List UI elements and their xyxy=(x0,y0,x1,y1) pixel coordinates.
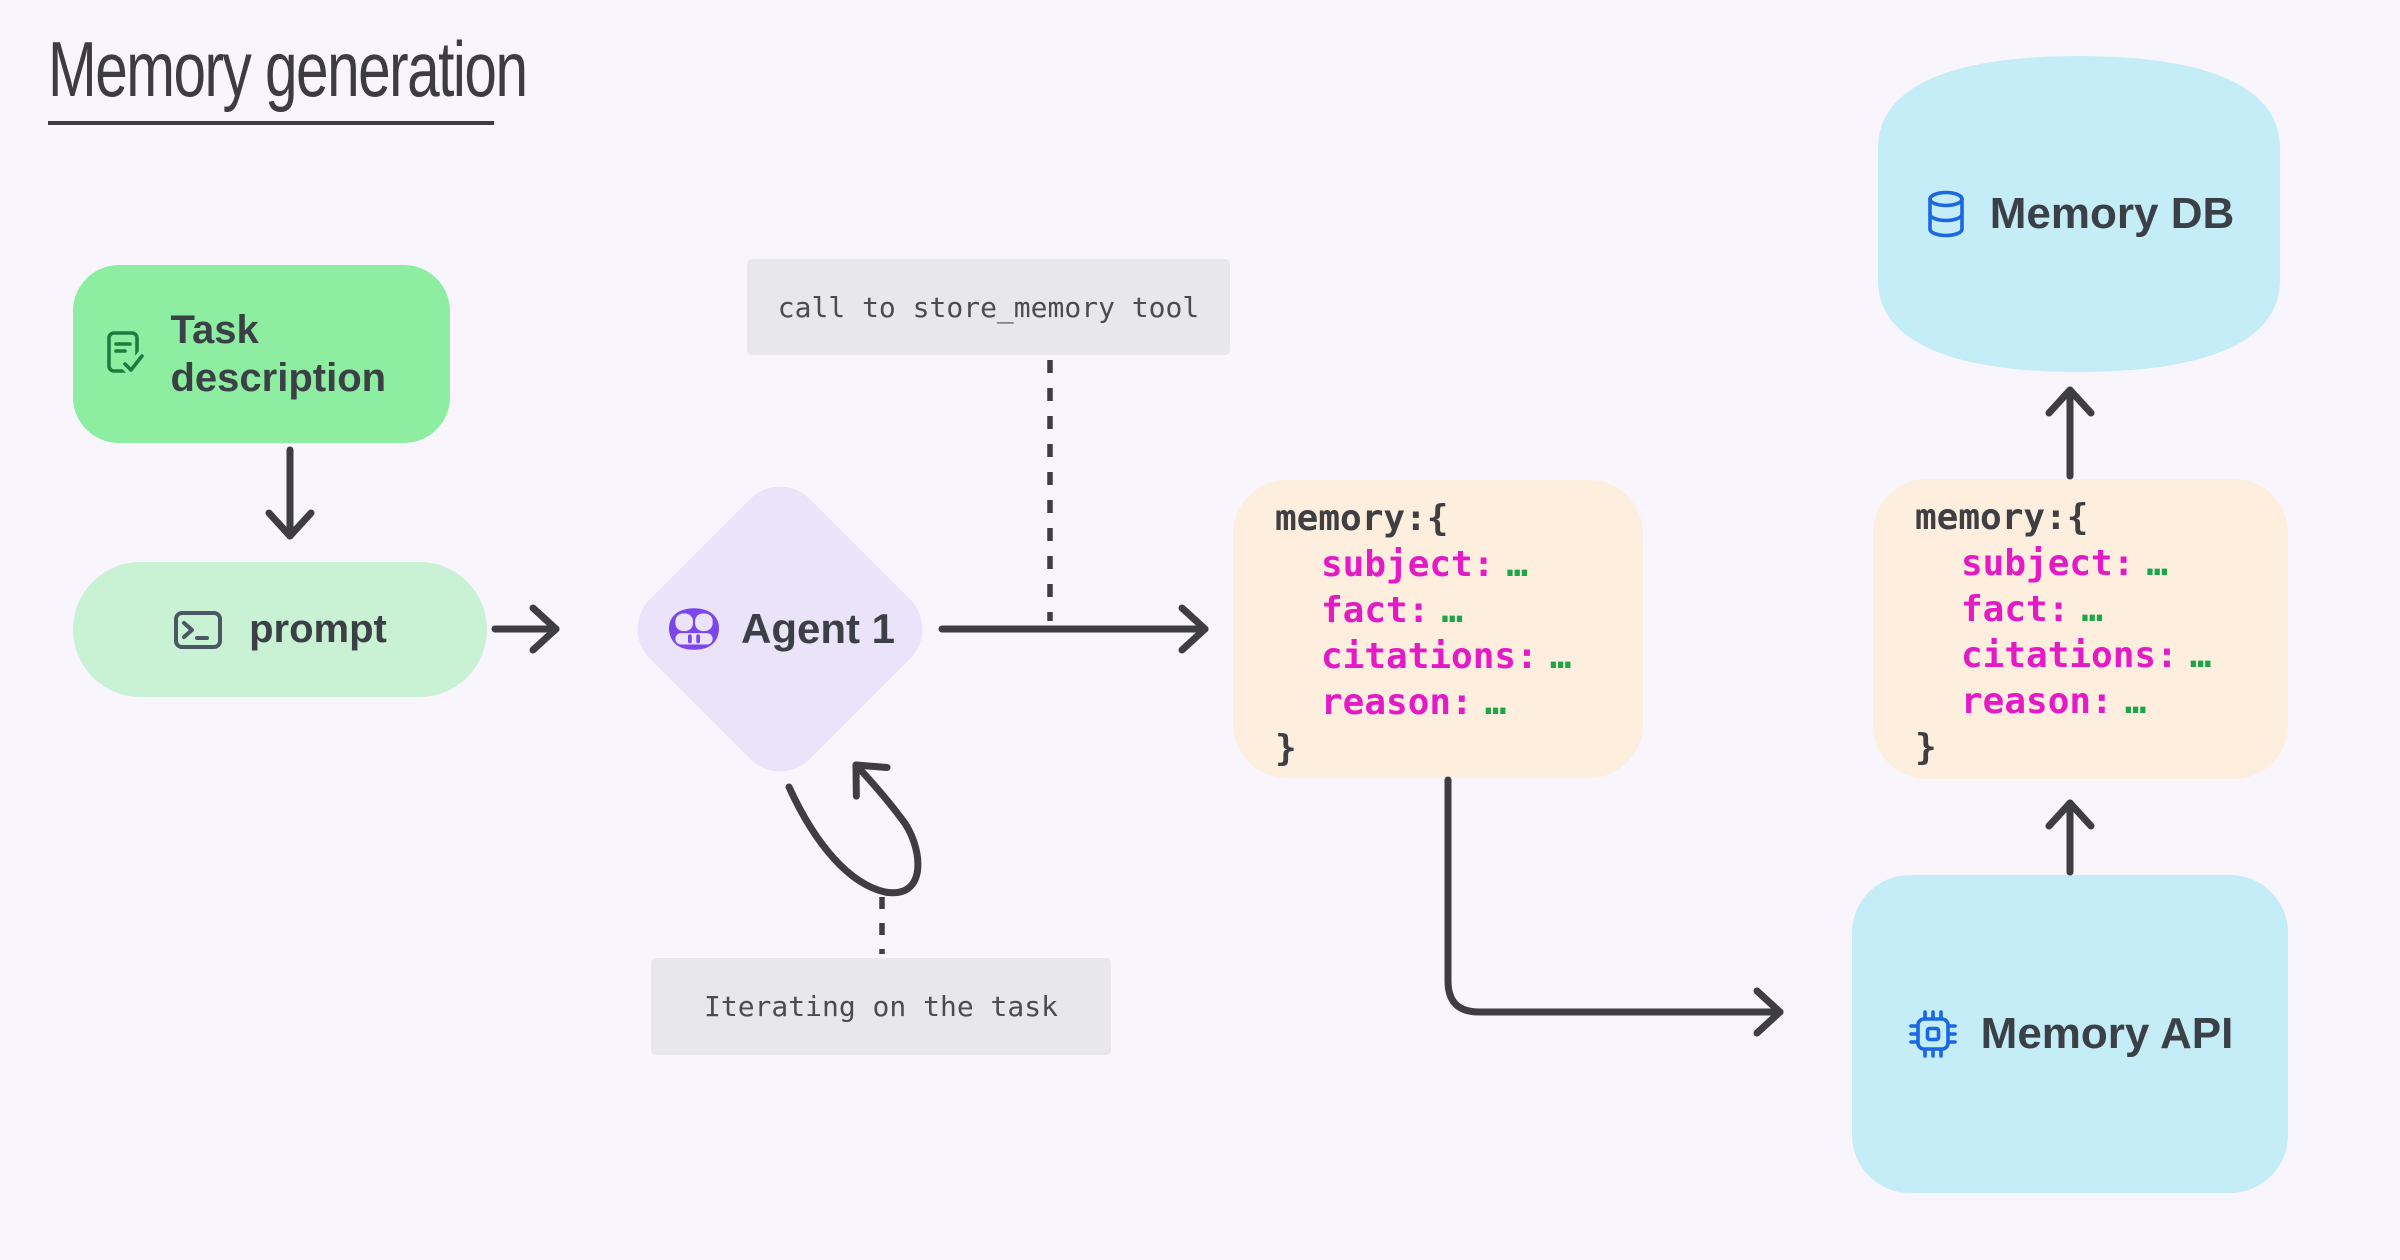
code-line: } xyxy=(1275,726,1643,772)
arrow-memory-to-api xyxy=(1444,776,1784,1037)
annotation-iterating: Iterating on the task xyxy=(651,958,1111,1055)
agent-label: Agent 1 xyxy=(740,605,895,652)
code-line: citations: … xyxy=(1275,634,1643,680)
task-label: Task description xyxy=(170,308,387,400)
title-underline xyxy=(48,121,494,125)
memory-object-box-right: memory:{ subject: … fact: … citations: … re… xyxy=(1873,479,2288,779)
code-open: memory:{ xyxy=(1275,498,1449,539)
code-line: fact: … xyxy=(1275,588,1643,634)
agent-self-loop xyxy=(785,761,922,897)
code-line: } xyxy=(1915,725,2288,771)
code-value: … xyxy=(2081,589,2108,630)
node-memory-api: Memory API xyxy=(1852,875,2288,1193)
code-value: … xyxy=(1506,544,1533,585)
code-line: reason: … xyxy=(1915,679,2288,725)
code-key: fact: xyxy=(1321,590,1430,631)
code-key: reason: xyxy=(1321,682,1473,723)
code-key: subject: xyxy=(1961,543,2135,584)
memory-db-label: Memory DB xyxy=(1989,189,2235,238)
code-line: memory:{ xyxy=(1915,495,2288,541)
node-prompt: prompt xyxy=(73,562,487,697)
code-key: subject: xyxy=(1321,544,1495,585)
node-agent: Agent 1 xyxy=(648,592,912,666)
code-value: … xyxy=(2124,681,2151,722)
annotation-store-memory: call to store_memory tool xyxy=(747,259,1230,355)
code-value: … xyxy=(1484,682,1511,723)
code-key: citations: xyxy=(1961,635,2178,676)
code-value: … xyxy=(2146,543,2173,584)
code-value: … xyxy=(2189,635,2216,676)
code-line: reason: … xyxy=(1275,680,1643,726)
code-line: fact: … xyxy=(1915,587,2288,633)
code-close: } xyxy=(1275,728,1297,769)
code-line: subject: … xyxy=(1275,542,1643,588)
code-value: … xyxy=(1549,636,1576,677)
code-value: … xyxy=(1441,590,1468,631)
terminal-icon xyxy=(174,610,223,649)
database-icon xyxy=(1927,190,1964,238)
code-open: memory:{ xyxy=(1915,497,2089,538)
code-line: citations: … xyxy=(1915,633,2288,679)
code-line: memory:{ xyxy=(1275,496,1643,542)
memory-api-label: Memory API xyxy=(1980,1009,2234,1058)
prompt-label: prompt xyxy=(249,607,387,651)
chip-icon xyxy=(1908,1010,1957,1058)
code-line: subject: … xyxy=(1915,541,2288,587)
node-memory-db: Memory DB xyxy=(1878,56,2280,372)
document-check-icon xyxy=(106,331,147,376)
memory-object-box-left: memory:{ subject: … fact: … citations: … re… xyxy=(1233,480,1643,778)
code-key: fact: xyxy=(1961,589,2070,630)
node-task-description: Task description xyxy=(73,265,450,443)
page-title: Memory generation xyxy=(48,25,528,113)
code-close: } xyxy=(1915,727,1937,768)
code-key: citations: xyxy=(1321,636,1538,677)
code-key: reason: xyxy=(1961,681,2113,722)
robot-icon xyxy=(668,608,719,650)
